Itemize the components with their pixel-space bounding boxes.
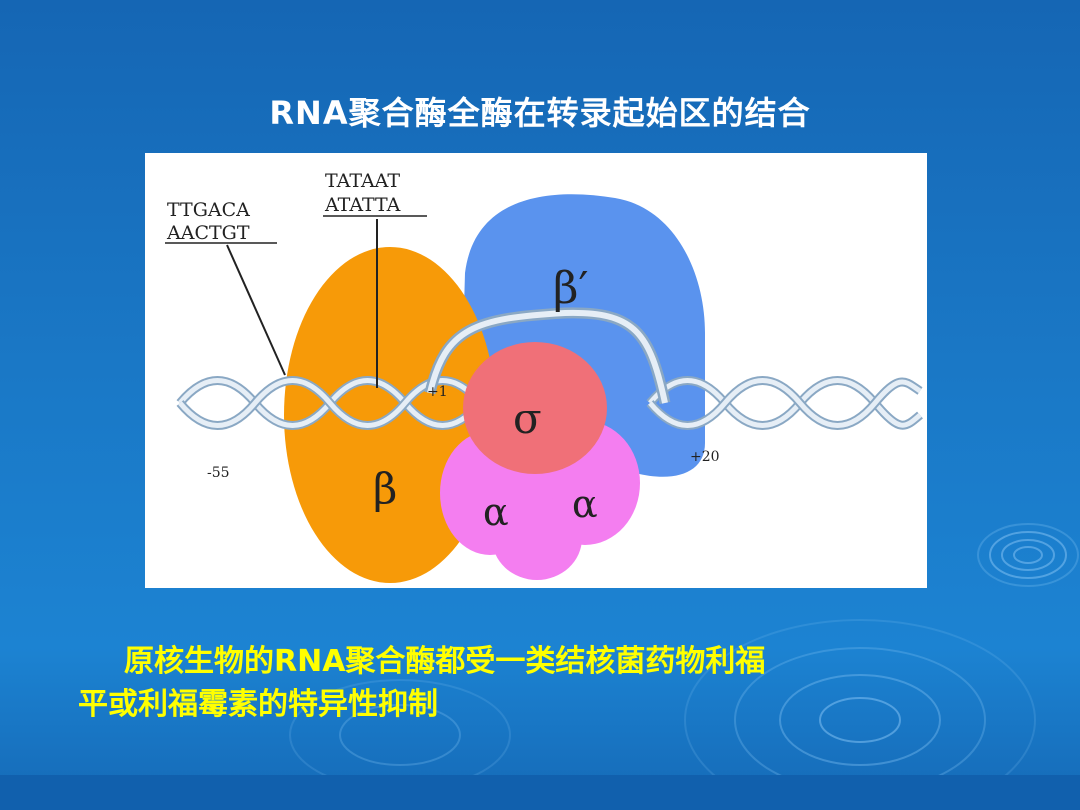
minus35-pointer (226, 244, 286, 376)
minus10-top-seq: TATAAT (325, 170, 400, 192)
minus10-bottom-seq: ATATTA (324, 194, 401, 216)
alpha-left-label: α (483, 490, 509, 534)
beta-label: β (373, 464, 397, 513)
dna-helix-right (646, 376, 923, 430)
sigma-label: σ (513, 394, 542, 443)
minus35-bottom-seq: AACTGT (166, 222, 250, 244)
beta-prime-label: β′ (553, 263, 588, 314)
alpha-right-label: α (572, 482, 598, 526)
rna-polymerase-diagram: TTGACA AACTGT TATAAT ATATTA β′ σ β α α +… (145, 153, 927, 588)
plus1-marker: +1 (427, 384, 448, 400)
minus55-marker: -55 (207, 465, 230, 481)
caption-line-1: 原核生物的RNA聚合酶都受一类结核菌药物利福 (124, 644, 766, 679)
sigma-subunit (463, 342, 607, 474)
bottom-band (0, 775, 1080, 810)
plus20-marker: +20 (690, 449, 720, 465)
diagram-svg: TTGACA AACTGT TATAAT ATATTA β′ σ β α α +… (165, 170, 923, 583)
slide-title: RNA聚合酶全酶在转录起始区的结合 (269, 94, 811, 132)
open-dna-loop (424, 307, 671, 405)
caption: 原核生物的RNA聚合酶都受一类结核菌药物利福 平或利福霉素的特异性抑制 (78, 640, 1038, 726)
minus35-top-seq: TTGACA (167, 199, 250, 221)
caption-line-2: 平或利福霉素的特异性抑制 (78, 687, 438, 722)
alpha-subunit-bottom (492, 496, 582, 580)
